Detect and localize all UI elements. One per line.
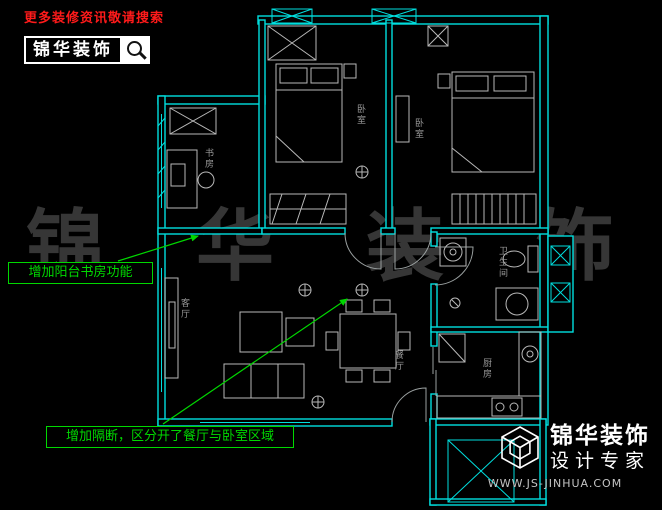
- footer-subtitle: 设计专家: [549, 450, 650, 472]
- room-label-living: 客厅: [179, 297, 190, 320]
- website-url: WWW.JS-JINHUA.COM: [487, 477, 623, 490]
- footer-brand-name: 锦华装饰: [549, 423, 650, 449]
- windows-layer: [157, 8, 571, 503]
- room-label-bedroom-1: 卧室: [355, 103, 366, 126]
- footer-brand-block: 锦华装饰 设计专家: [497, 423, 650, 473]
- footer-text-column: 锦华装饰 设计专家: [550, 423, 650, 473]
- furniture-layer: [164, 25, 542, 419]
- annotation-balcony-study: 增加阳台书房功能: [8, 262, 153, 284]
- promo-tagline: 更多装修资讯敬请搜索: [24, 11, 165, 26]
- annotation-partition: 增加隔断，区分开了餐厅与卧室区域: [46, 426, 294, 448]
- annotation-arrows: [117, 234, 348, 425]
- magnifier-circle: [127, 41, 142, 56]
- room-label-bathroom: 卫生间: [497, 246, 508, 279]
- magnifier-icon: [122, 36, 150, 64]
- room-label-study: 书房: [203, 148, 214, 170]
- brand-logo-text: 锦华装饰: [24, 36, 122, 64]
- room-label-dining: 餐厅: [393, 349, 404, 372]
- cube-logo-icon: [501, 426, 539, 469]
- room-label-bedroom-2: 卧室: [413, 117, 424, 140]
- room-labels-layer: 书房 卧室 卧室 客厅 餐厅 卫生间 厨房: [179, 103, 508, 380]
- magnifier-handle: [138, 51, 147, 60]
- room-label-kitchen: 厨房: [481, 358, 492, 380]
- doors-layer: [344, 232, 474, 423]
- brand-logo: 锦华装饰: [24, 36, 150, 64]
